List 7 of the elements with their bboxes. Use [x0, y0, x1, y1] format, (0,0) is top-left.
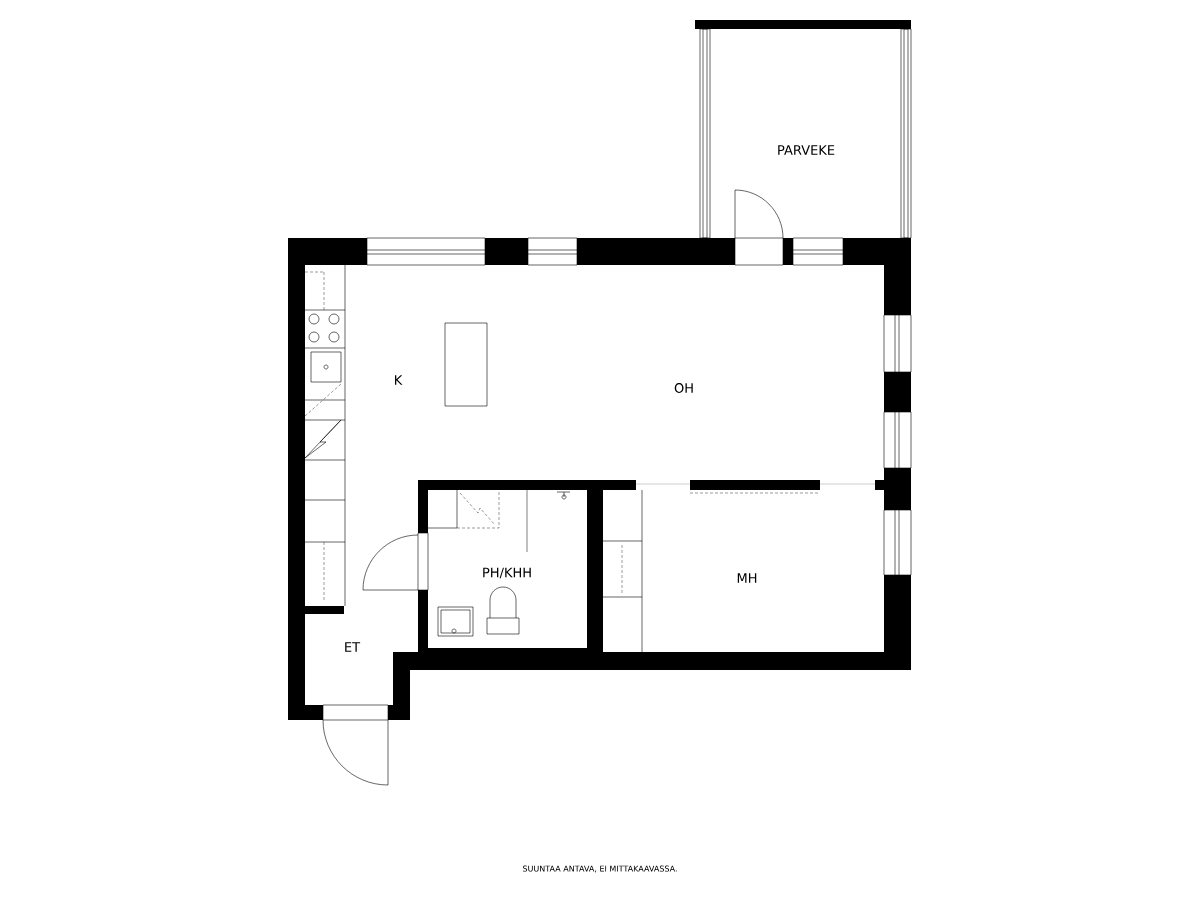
room-label: ET: [345, 642, 361, 652]
room-label: K: [395, 375, 403, 385]
room-label: MH: [737, 573, 757, 583]
room-label: PARVEKE: [778, 145, 835, 155]
room-label: OH: [674, 383, 693, 393]
room-label: PH/KHH: [483, 567, 531, 579]
note-text: SUUNTAA ANTAVA, EI MITTAKAAVASSA.: [523, 865, 677, 873]
